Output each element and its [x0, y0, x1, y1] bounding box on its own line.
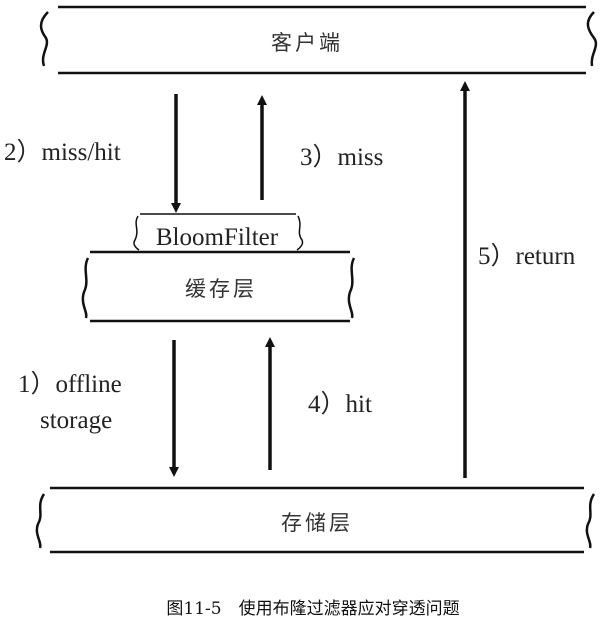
cache-box: 缓存层: [81, 250, 356, 323]
storage-label: 存储层: [281, 511, 353, 535]
client-label: 客户端: [271, 31, 343, 55]
label-return: 5）return: [478, 242, 576, 270]
bloom-filter-label: BloomFilter: [156, 224, 279, 251]
storage-box: 存储层: [35, 486, 596, 554]
client-box: 客户端: [39, 5, 598, 75]
bloom-filter-box: BloomFilter: [133, 213, 304, 251]
cache-label: 缓存层: [185, 277, 257, 301]
label-miss-hit: 2）miss/hit: [4, 138, 121, 166]
label-offline: 1）offline: [18, 370, 122, 398]
label-storage: storage: [40, 407, 112, 434]
label-hit: 4）hit: [308, 390, 372, 418]
figure-caption: 图11-5 使用布隆过滤器应对穿透问题: [166, 598, 459, 619]
label-miss: 3）miss: [300, 143, 383, 171]
